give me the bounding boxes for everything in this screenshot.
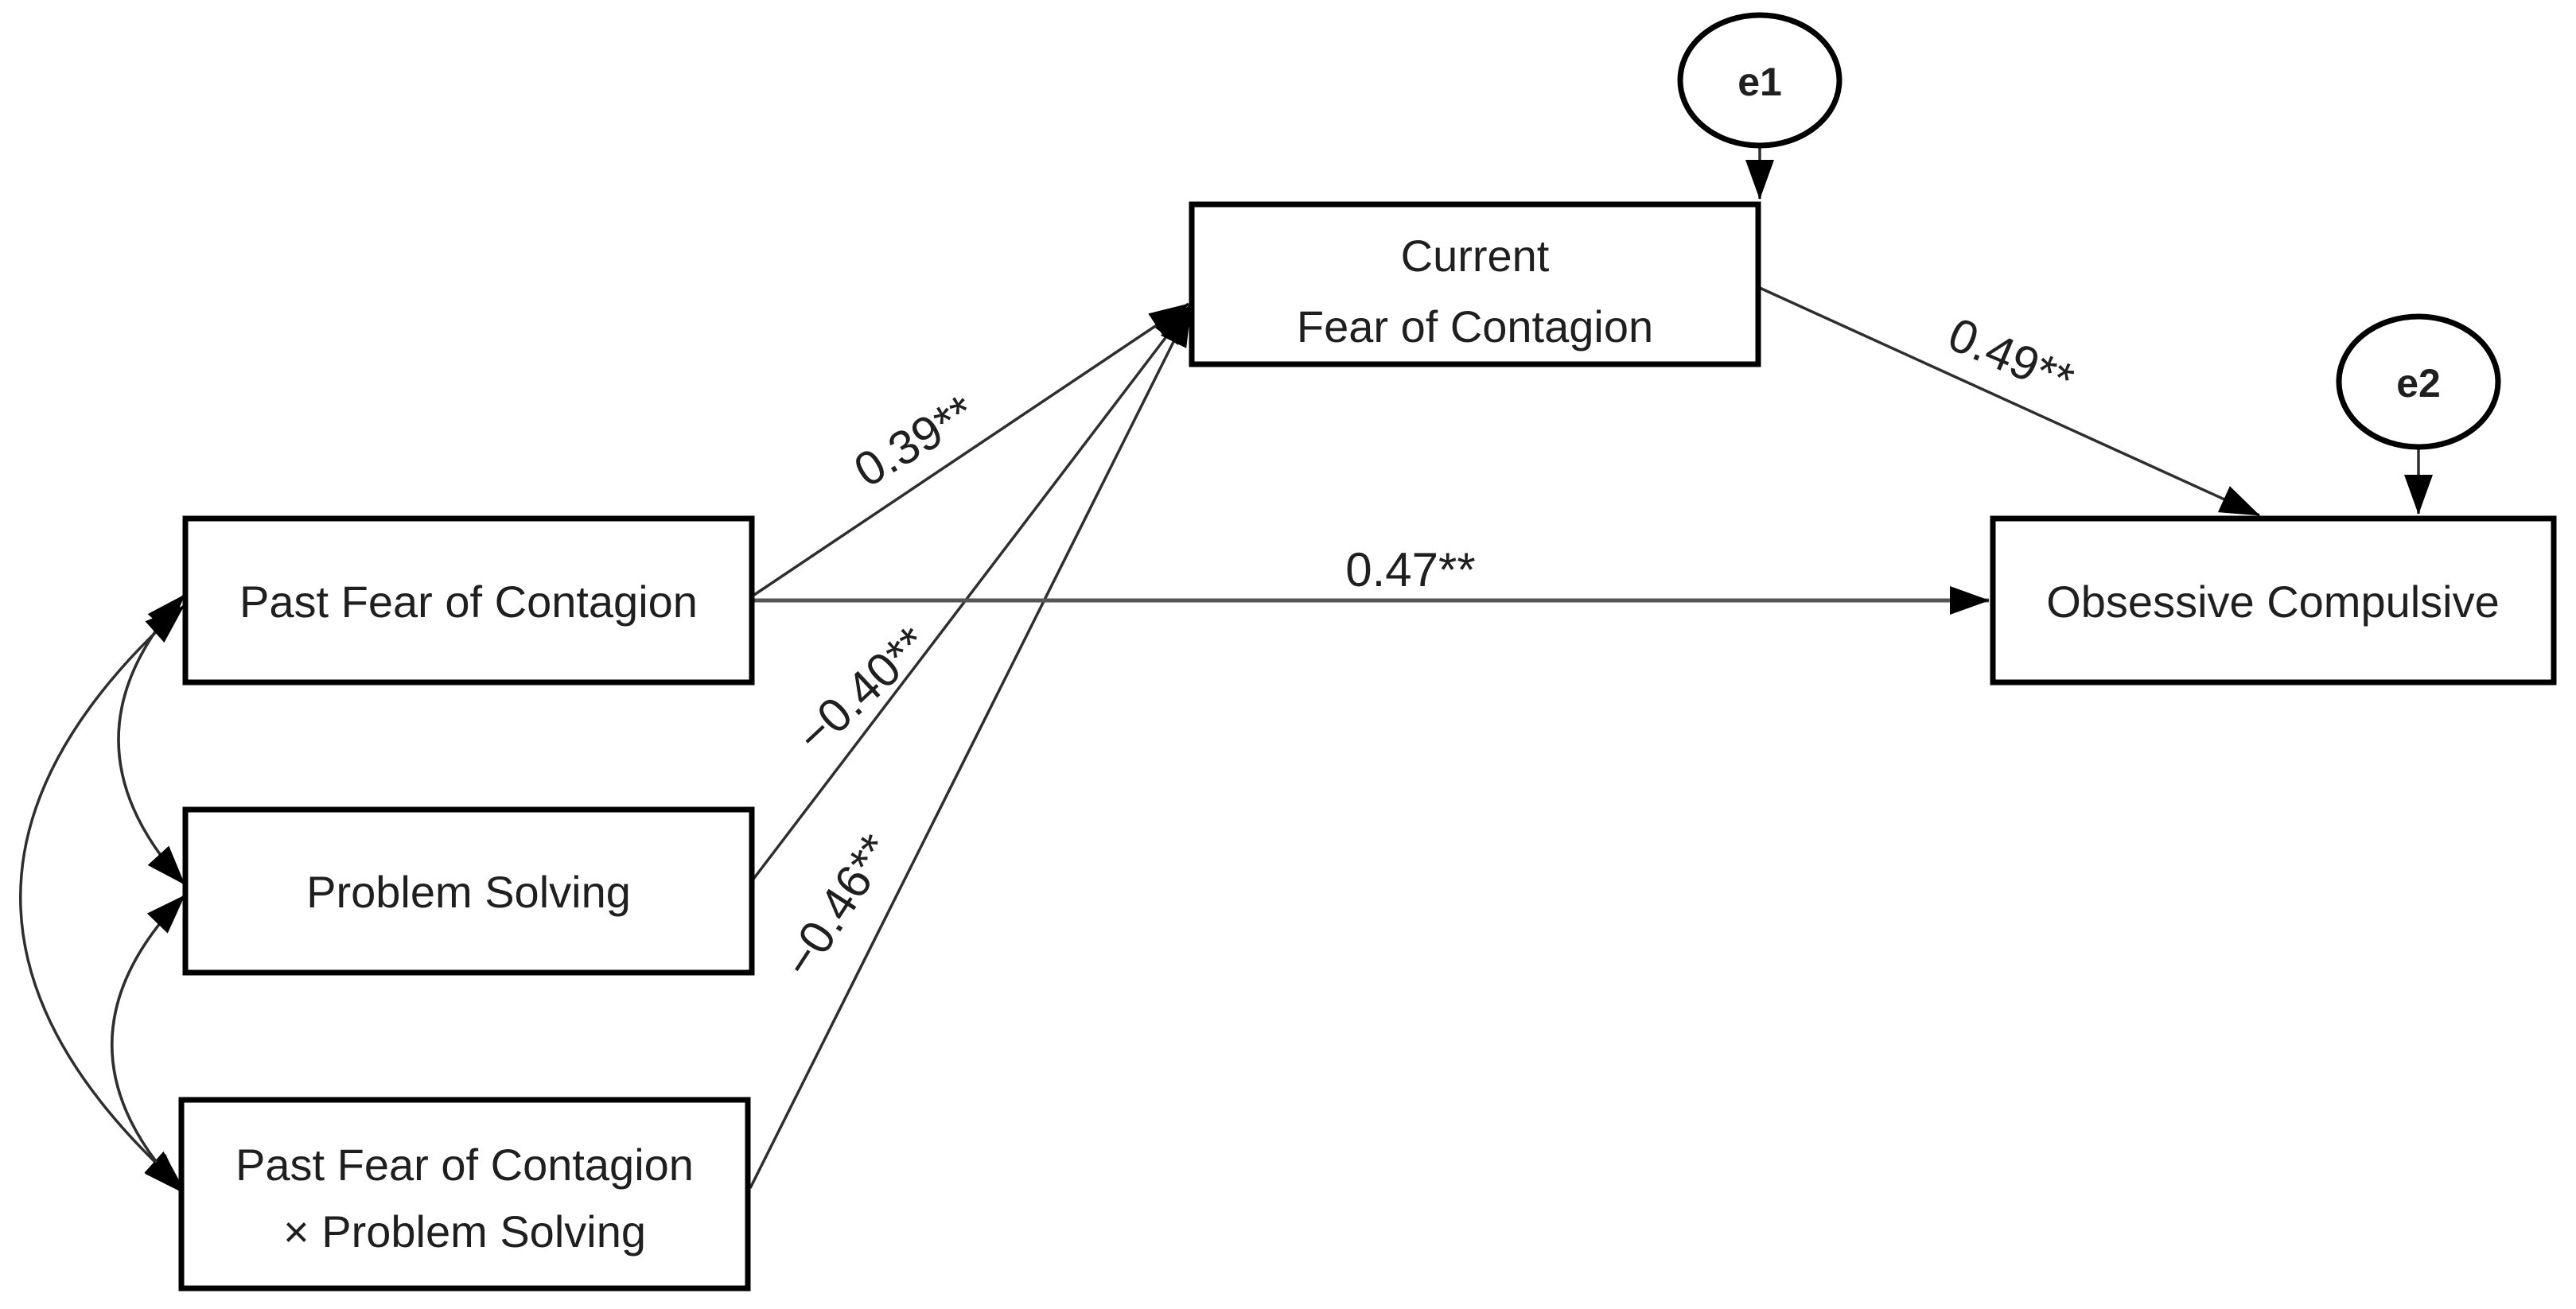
problem-solving-label: Problem Solving (306, 867, 631, 917)
past-fear-of-contagion-box (182, 515, 755, 686)
error1-ellipse (1677, 12, 1843, 149)
current-fear-label-line1: Current (1401, 231, 1550, 281)
past-fear-of-contagion-label: Past Fear of Contagion (239, 577, 698, 627)
error2-label: e2 (2396, 361, 2441, 406)
interaction-label-line2: × Problem Solving (283, 1206, 646, 1257)
path-arrow-interaction-to-currentfear (749, 306, 1193, 1189)
path-arrow-problemsolving-to-currentfear (750, 304, 1192, 883)
coefficient-label-pastfear-obsessive: 0.47** (1345, 543, 1475, 596)
error1-label: e1 (1737, 60, 1782, 104)
path-arrow-pastfear-to-currentfear (751, 302, 1189, 598)
obsessive-compulsive-label: Obsessive Compulsive (2046, 577, 2500, 627)
path-arrow-currentfear-to-obsessive (1759, 286, 2260, 517)
obsessive-compulsive-box (1990, 515, 2557, 686)
current-fear-label-line2: Fear of Contagion (1297, 301, 1653, 352)
interaction-box (178, 1097, 751, 1292)
covariance-arc-pastfear-interaction (19, 604, 185, 1190)
error2-ellipse (2336, 313, 2501, 450)
coefficient-label-problemsolving-currentfear: −0.40** (787, 616, 939, 763)
coefficient-label-pastfear-currentfear: 0.39** (845, 385, 984, 498)
coefficient-label-interaction-currentfear: −0.46** (772, 825, 903, 986)
current-fear-of-contagion-box (1189, 201, 1761, 367)
interaction-label-line1: Past Fear of Contagion (235, 1140, 694, 1190)
problem-solving-box (182, 806, 755, 976)
coefficient-label-currentfear-obsessive: 0.49** (1941, 307, 2082, 407)
covariance-arc-problemsolving-interaction (111, 894, 186, 1194)
